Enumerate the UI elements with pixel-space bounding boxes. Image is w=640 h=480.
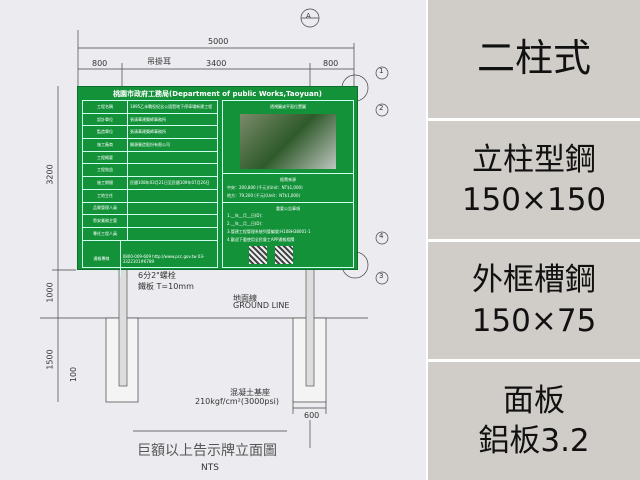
side-text: 鋁板3.2 (478, 423, 590, 459)
side-panel-post: 立柱型鋼 150×150 (428, 121, 640, 239)
label-ground-en: GROUND LINE (233, 301, 290, 310)
dim-left: 800 (92, 59, 108, 68)
dim-depth: 1500 (45, 349, 55, 370)
notice-line: 2.__年__月__日(D)： (227, 221, 266, 226)
info-row: 施工期間民國108年03月21日至民國109年07月26日 (83, 177, 217, 190)
section-mark: A (306, 12, 311, 20)
notice-title: 重要公告事項 (223, 202, 353, 212)
plan-title: 透視圖或平面位置圖 (270, 104, 306, 109)
dim-embed: 100 (69, 366, 79, 383)
row-value: 張清華建築師事務所 (130, 129, 166, 135)
info-row: 工程效益 (83, 164, 217, 178)
callout-3: 3 (379, 272, 384, 280)
row-key: 工地主任 (83, 189, 128, 202)
dim-middle: 3400 (206, 59, 227, 68)
row-key: 工程概要 (83, 151, 128, 164)
row-key: 通報專線 (83, 240, 121, 277)
row-key: 專任工程人員 (83, 227, 128, 240)
budget-title: 經費來源 (223, 173, 353, 183)
label-concrete-spec: 210kgf/cm²(3000psi) (195, 397, 279, 406)
notice-sign-panel: 桃園市政府工務局(Department of public Works,Taoy… (77, 86, 358, 277)
row-key: 設計單位 (83, 113, 128, 126)
row-key: 施工期間 (83, 177, 128, 189)
side-text: 150×150 (461, 182, 607, 218)
side-text: 面板 (503, 382, 565, 419)
info-row: 專任工程人員 (83, 227, 217, 241)
side-panel-face: 面板鋁板3.2 (428, 362, 640, 480)
callout-1: 1 (379, 67, 384, 75)
side-panel-type: 二柱式 (428, 0, 640, 118)
row-key: 勞安業務主管 (83, 215, 128, 227)
dim-post-height: 1000 (45, 282, 55, 303)
label-concrete: 混凝土基座 (230, 388, 270, 397)
callout-4: 4 (379, 232, 384, 240)
info-row: 品質管理人員 (83, 202, 217, 216)
dim-footing: 600 (304, 411, 320, 420)
info-row: 施工廠商開源營造股份有限公司 (83, 139, 217, 152)
side-text: 立柱型鋼 (471, 141, 596, 178)
row-key: 工程效益 (83, 164, 128, 177)
dim-right: 800 (323, 59, 339, 68)
notice-line: 1.__年__月__日(D)： (227, 213, 266, 218)
row-value: 1895乙未戰役紀念公園暨地下停車場新建工程 (130, 103, 213, 109)
qr-code-ios (275, 246, 293, 264)
drawing-lines (40, 8, 389, 448)
info-row: 工地主任 (83, 189, 217, 203)
drawing-scale: NTS (201, 463, 219, 473)
info-row: 勞安業務主管 (83, 215, 217, 228)
label-ground-cn: 地面線 (233, 294, 257, 303)
row-value: 張清華建築師事務所 (130, 116, 166, 122)
drawing-title: 巨額以上告示牌立面圖 (137, 443, 277, 459)
row-key: 工程名稱 (83, 101, 128, 113)
side-text: 二柱式 (476, 36, 591, 81)
notice-line: 3.管建工程管理系統列管編號:H108H38001-1 (227, 229, 311, 234)
elevation-drawing: 5000 800 3400 800 吊掛耳 A 1 2 4 3 3200 100… (0, 0, 426, 480)
row-value: 民國108年03月21日至民國109年07月26日 (130, 179, 210, 185)
info-row: 監造單位張清華建築師事務所 (83, 126, 217, 140)
label-bolt: 6分2"螺栓 (138, 271, 176, 280)
row-key: 施工廠商 (83, 139, 128, 151)
row-value: 0800-009-609 http://www.pcc.gov.tw 03-33… (122, 253, 205, 264)
dim-panel-height: 3200 (45, 164, 55, 185)
row-key: 監造單位 (83, 126, 128, 139)
row-key: 品質管理人員 (83, 202, 128, 215)
budget-line: 中央：200,800 (千元)(Unit：NT$1,000) (227, 185, 303, 190)
side-text: 150×75 (471, 302, 597, 339)
plan-budget-notice: 透視圖或平面位置圖 經費來源 中央：200,800 (千元)(Unit：NT$1… (222, 100, 354, 268)
notice-line: 4.歡迎下載使用全民督工APP通報相關 (227, 237, 295, 242)
dim-total: 5000 (208, 37, 229, 46)
qr-code-android (249, 246, 267, 264)
row-value: 開源營造股份有限公司 (130, 141, 170, 147)
sign-header: 桃園市政府工務局(Department of public Works,Taoy… (113, 90, 322, 98)
side-text: 外框槽鋼 (472, 262, 596, 299)
budget-line: 地方：79,200 (千元)(Unit：NT$1,000) (227, 193, 301, 198)
info-row: 設計單位張清華建築師事務所 (83, 113, 217, 127)
callout-2: 2 (379, 104, 384, 112)
perspective-image (240, 114, 336, 169)
label-hanger: 吊掛耳 (147, 57, 171, 66)
label-plate: 鐵板 T=10mm (138, 282, 194, 291)
info-row: 工程概要 (83, 151, 217, 165)
